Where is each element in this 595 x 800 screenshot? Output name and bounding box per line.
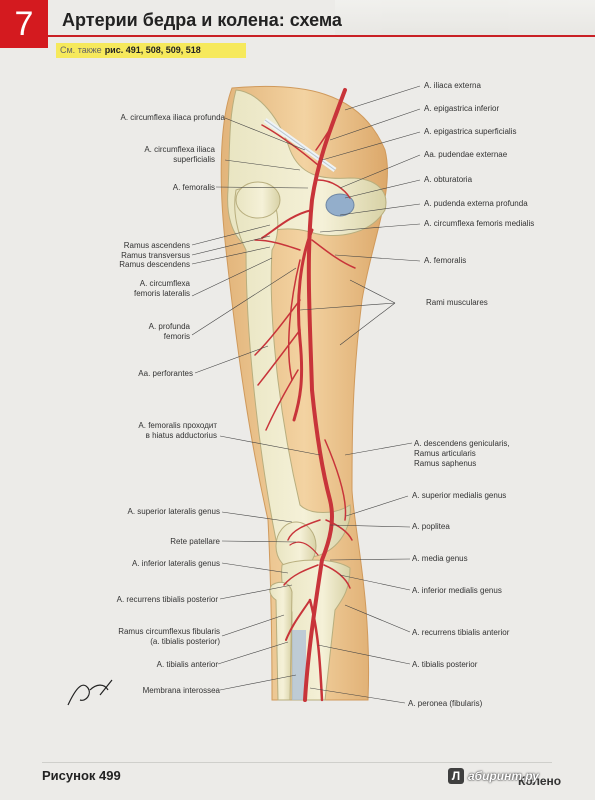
femur-bone — [234, 187, 351, 558]
label-descendens-genicularis: A. descendens genicularis, — [414, 439, 510, 448]
label-epigastrica-inferior: A. epigastrica inferior — [424, 104, 500, 113]
label-circumflexa: A. circumflexa — [139, 279, 190, 288]
leg-illustration — [67, 85, 421, 706]
artist-signature — [67, 679, 113, 706]
label-pudendae-externae: Aa. pudendae externae — [424, 150, 508, 159]
label-epigastrica-superficialis: A. epigastrica superficialis — [424, 127, 517, 136]
label-pudenda-externa-profunda: A. pudenda externa profunda — [424, 199, 528, 208]
label-poplitea: A. poplitea — [412, 522, 450, 531]
section-name: Колено — [518, 774, 562, 788]
label-hiatus-adductorius: в hiatus adductorius — [145, 431, 217, 440]
label-ramus-descendens: Ramus descendens — [119, 260, 190, 269]
label-inferior-medialis-genus: A. inferior medialis genus — [412, 586, 502, 595]
label-femoralis-prohodit: A. femoralis проходит — [138, 421, 217, 430]
label-superior-medialis-genus: A. superior medialis genus — [412, 491, 507, 500]
label-femoris: femoris — [163, 332, 190, 341]
label-femoris-lateralis: femoris lateralis — [133, 289, 190, 298]
label-profunda: A. profunda — [148, 322, 190, 331]
page-title: Артерии бедра и колена: схема — [62, 10, 342, 30]
label-ramus-transversus: Ramus transversus — [121, 251, 190, 260]
fibula-bone — [269, 581, 293, 701]
watermark-logo-icon: Л — [448, 768, 464, 784]
label-femoralis-right: A. femoralis — [424, 256, 467, 265]
label-superior-lateralis-genus: A. superior lateralis genus — [127, 507, 221, 516]
ghost-heading — [387, 6, 391, 23]
label-circumflexa-femoris-medialis: A. circumflexa femoris medialis — [424, 219, 535, 228]
label-inferior-lateralis-genus: A. inferior lateralis genus — [131, 559, 220, 568]
label-ramus-ascendens: Ramus ascendens — [123, 241, 190, 250]
label-circumflexa-iliaca-profunda: A. circumflexa iliaca profunda — [120, 113, 226, 122]
chapter-number-tab: 7 — [0, 0, 48, 48]
footer-divider — [42, 762, 552, 763]
label-recurrens-tibialis-anterior: A. recurrens tibialis anterior — [412, 628, 510, 637]
label-femoralis-left: A. femoralis — [172, 183, 215, 192]
label-circumflexa-iliaca: A. circumflexa iliaca — [144, 145, 215, 154]
label-tibialis-anterior: A. tibialis anterior — [156, 660, 218, 669]
watermark-text: абиринт.ру — [468, 769, 539, 783]
label-tibialis-posterior-paren: (a. tibialis posterior) — [150, 637, 220, 646]
see-also-refs: рис. 491, 508, 509, 518 — [104, 45, 201, 55]
see-also-label: См. также — [60, 45, 102, 55]
label-perforantes: Aa. perforantes — [138, 369, 193, 378]
label-ramus-saphenus: Ramus saphenus — [414, 459, 477, 468]
label-obturatoria: A. obturatoria — [424, 175, 473, 184]
label-rete-patellare: Rete patellare — [170, 537, 220, 546]
header-ghost-strip — [335, 0, 595, 36]
label-media-genus: A. media genus — [412, 554, 468, 563]
artery-network — [254, 88, 356, 702]
title-underline — [48, 35, 595, 37]
label-peronea-fibularis: A. peronea (fibularis) — [408, 699, 483, 708]
label-ramus-circumflexus-fibularis: Ramus circumflexus fibularis — [118, 627, 220, 636]
leader-lines — [191, 85, 421, 704]
label-tibialis-posterior: A. tibialis posterior — [412, 660, 478, 669]
figure-number: Рисунок 499 — [42, 768, 121, 783]
label-recurrens-tibialis-posterior: A. recurrens tibialis posterior — [116, 595, 218, 604]
label-ramus-articularis: Ramus articularis — [414, 449, 476, 458]
label-superficialis: superficialis — [173, 155, 215, 164]
label-rami-musculares: Rami musculares — [426, 298, 488, 307]
anatomy-figure: A. circumflexa iliaca profunda A. circum… — [0, 60, 595, 720]
label-membrana-interossea: Membrana interossea — [142, 686, 220, 695]
label-iliaca-externa: A. iliaca externa — [424, 81, 481, 90]
